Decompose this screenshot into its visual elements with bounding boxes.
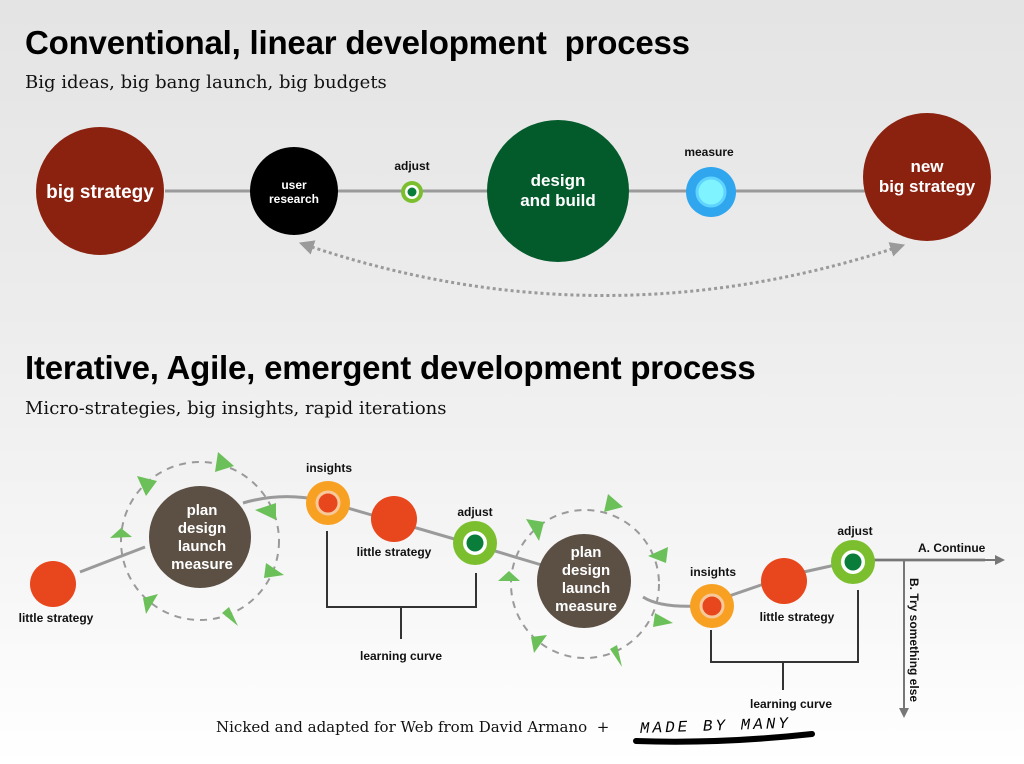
- little-strategy-2: little strategy: [357, 496, 432, 559]
- adjust-2-label: adjust: [837, 524, 872, 538]
- big-strategy-node: big strategy: [36, 127, 164, 255]
- cycle-2-line-2: design: [562, 562, 610, 579]
- adjust-2: adjust: [831, 524, 875, 584]
- insights-1-label: insights: [306, 461, 352, 475]
- little-strategy-1: little strategy: [19, 561, 94, 625]
- little-strategy-3-label: little strategy: [760, 610, 835, 624]
- made-by-many-logo: MADE BY MANY: [633, 715, 815, 745]
- learning-curve-bracket-1: [326, 531, 477, 639]
- measure-label: measure: [684, 145, 734, 159]
- adjust-label: adjust: [394, 159, 429, 173]
- iterative-subtitle: Micro-strategies, big insights, rapid it…: [25, 398, 447, 419]
- design-build-node: design and build: [487, 120, 629, 262]
- learning-curve-2-label: learning curve: [750, 697, 832, 711]
- cycle-1-line-4: measure: [171, 556, 233, 573]
- continue-label: A. Continue: [918, 541, 986, 555]
- cycle-2: plan design launch measure: [498, 494, 673, 667]
- iterative-title: Iterative, Agile, emergent development p…: [25, 349, 756, 386]
- try-else-label: B. Try something else: [907, 578, 921, 702]
- new-strategy-label-2: big strategy: [879, 177, 976, 196]
- learning-curve-bracket-2: [710, 590, 859, 690]
- cycle-1-line-2: design: [178, 520, 226, 537]
- conventional-subtitle: Big ideas, big bang launch, big budgets: [25, 72, 387, 93]
- cycle-arrows-icon: [498, 494, 673, 667]
- user-research-label-2: research: [269, 192, 319, 206]
- conventional-title: Conventional, linear development process: [25, 24, 690, 61]
- credit-text: Nicked and adapted for Web from David Ar…: [216, 718, 610, 736]
- user-research-node: user research: [250, 147, 338, 235]
- design-build-label-2: and build: [520, 191, 596, 210]
- cycle-arrows-icon: [110, 452, 284, 626]
- little-strategy-2-label: little strategy: [357, 545, 432, 559]
- svg-text:MADE BY MANY: MADE BY MANY: [640, 715, 792, 738]
- cycle-1-line-3: launch: [178, 538, 226, 555]
- adjust-1-label: adjust: [457, 505, 492, 519]
- little-strategy-1-label: little strategy: [19, 611, 94, 625]
- insights-2-label: insights: [690, 565, 736, 579]
- measure-node: measure: [684, 145, 736, 217]
- cycle-2-line-4: measure: [555, 598, 617, 615]
- insights-2: insights: [690, 565, 736, 628]
- adjust-node: adjust: [394, 159, 430, 203]
- insights-1: insights: [306, 461, 352, 525]
- cycle-2-line-1: plan: [571, 544, 602, 561]
- adjust-1: adjust: [453, 505, 497, 565]
- user-research-label-1: user: [281, 178, 307, 192]
- new-strategy-label-1: new: [910, 157, 944, 176]
- feedback-dotted-arrow: [298, 240, 906, 297]
- cycle-1-line-1: plan: [187, 502, 218, 519]
- cycle-2-line-3: launch: [562, 580, 610, 597]
- design-build-label-1: design: [531, 171, 586, 190]
- learning-curve-1-label: learning curve: [360, 649, 442, 663]
- new-big-strategy-node: new big strategy: [863, 113, 991, 241]
- little-strategy-3: little strategy: [760, 558, 835, 624]
- big-strategy-label: big strategy: [46, 182, 154, 203]
- cycle-1: plan design launch measure: [110, 452, 284, 626]
